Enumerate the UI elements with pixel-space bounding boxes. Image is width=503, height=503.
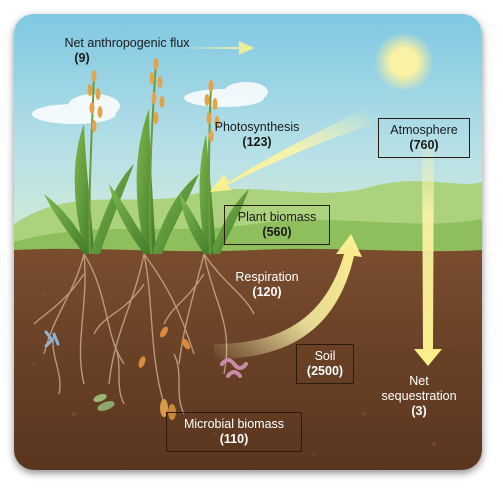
microbial-biomass-name: Microbial biomass	[183, 417, 285, 431]
soil-value: (2500)	[306, 364, 344, 378]
photosynthesis-name: Photosynthesis	[214, 120, 300, 134]
sun	[390, 48, 418, 76]
photosynthesis-label: Photosynthesis (123)	[202, 120, 312, 150]
net-flux-name: Net anthropogenic flux	[64, 36, 190, 50]
sequestration-arrow	[414, 134, 442, 366]
respiration-arrow	[214, 234, 362, 359]
plant-biomass-box: Plant biomass (560)	[224, 205, 330, 245]
soil-box: Soil (2500)	[296, 344, 354, 384]
net-flux-label: Net anthropogenic flux (9)	[32, 36, 222, 66]
roots	[33, 253, 255, 415]
net-flux-arrow	[179, 41, 254, 55]
carbon-cycle-diagram: Net anthropogenic flux (9) Photosynthesi…	[14, 14, 482, 470]
respiration-value: (120)	[252, 285, 282, 299]
clouds	[32, 82, 268, 124]
net-flux-value: (9)	[74, 51, 90, 65]
microbial-biomass-box: Microbial biomass (110)	[166, 412, 302, 452]
net-sequestration-label: Net sequestration (3)	[374, 374, 464, 419]
microbes	[44, 326, 248, 420]
atmosphere-box: Atmosphere (760)	[378, 118, 470, 158]
net-sequestration-value: (3)	[411, 404, 427, 418]
atmosphere-value: (760)	[409, 138, 439, 152]
plant-biomass-value: (560)	[262, 225, 292, 239]
respiration-name: Respiration	[235, 270, 299, 284]
atmosphere-name: Atmosphere	[390, 123, 458, 137]
microbial-biomass-value: (110)	[219, 432, 249, 446]
photosynthesis-value: (123)	[242, 135, 272, 149]
soil-name: Soil	[314, 349, 336, 363]
photosynthesis-arrow	[210, 109, 374, 192]
scene-illustration	[14, 14, 482, 470]
plant-biomass-name: Plant biomass	[237, 210, 317, 224]
plants	[44, 58, 249, 255]
net-sequestration-name: Net sequestration	[381, 374, 457, 403]
respiration-label: Respiration (120)	[222, 270, 312, 300]
soil-texture	[32, 292, 456, 456]
